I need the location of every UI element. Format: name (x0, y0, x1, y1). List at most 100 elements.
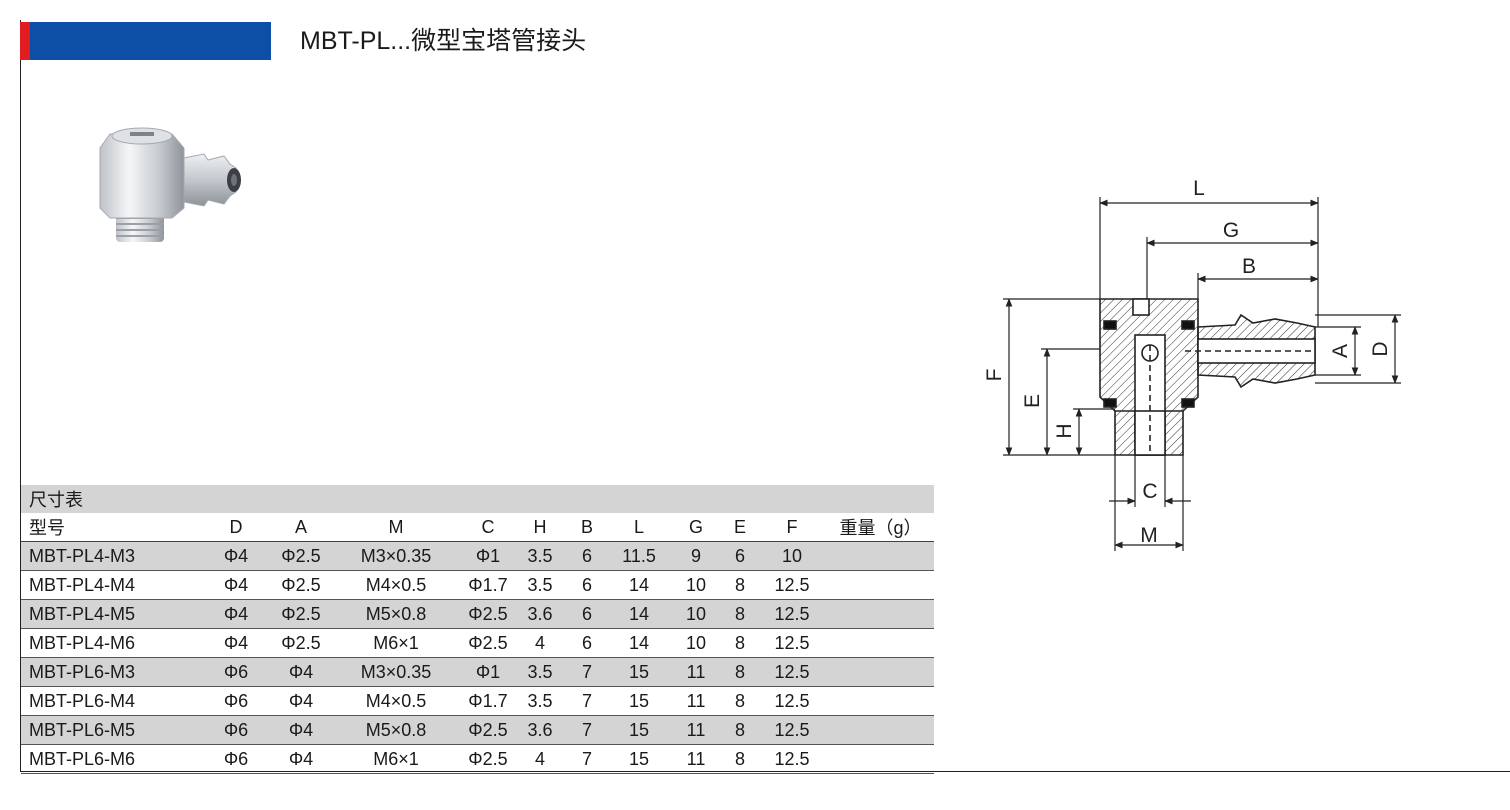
table-cell: Φ1.7 (461, 686, 515, 716)
table-cell: Φ2.5 (461, 744, 515, 774)
model-cell: MBT-PL4-M6 (21, 628, 201, 658)
column-header: E (723, 513, 757, 542)
column-header: D (201, 513, 271, 542)
table-cell: Φ4 (201, 570, 271, 600)
table-caption: 尺寸表 (21, 485, 935, 513)
table-cell: Φ4 (271, 715, 331, 745)
table-header-row: 型号 D A M C H B L G E F 重量（g） (21, 513, 935, 542)
model-cell: MBT-PL6-M5 (21, 715, 201, 745)
table-cell: Φ4 (271, 686, 331, 716)
table-cell (827, 541, 935, 571)
model-cell: MBT-PL6-M6 (21, 744, 201, 774)
dimension-drawing: L G B A D F E H C M (985, 177, 1401, 551)
table-cell: Φ2.5 (461, 628, 515, 658)
table-cell: 12.5 (757, 686, 827, 716)
table-cell: 10 (669, 599, 723, 629)
table-cell: Φ1 (461, 541, 515, 571)
model-cell: MBT-PL4-M3 (21, 541, 201, 571)
table-cell: 12.5 (757, 744, 827, 774)
table-cell: 3.6 (515, 599, 565, 629)
column-header: L (609, 513, 669, 542)
table-cell: 8 (723, 599, 757, 629)
table-cell: M3×0.35 (331, 541, 461, 571)
table-cell: 11 (669, 744, 723, 774)
table-cell: Φ6 (201, 715, 271, 745)
table-cell: 3.5 (515, 657, 565, 687)
table-cell: 12.5 (757, 570, 827, 600)
label-G: G (1223, 219, 1239, 242)
table-cell: Φ6 (201, 744, 271, 774)
table-cell: 11 (669, 686, 723, 716)
table-cell: 15 (609, 744, 669, 774)
table-cell: 8 (723, 715, 757, 745)
table-cell: 14 (609, 570, 669, 600)
column-header: G (669, 513, 723, 542)
table-cell: 12.5 (757, 715, 827, 745)
table-cell (827, 686, 935, 716)
table-cell: 15 (609, 686, 669, 716)
table-cell: 15 (609, 715, 669, 745)
table-cell: Φ2.5 (461, 715, 515, 745)
table-cell: 8 (723, 628, 757, 658)
table-cell: Φ1 (461, 657, 515, 687)
table-cell: Φ4 (271, 744, 331, 774)
table-cell: Φ4 (271, 657, 331, 687)
column-header: M (331, 513, 461, 542)
table-cell: Φ4 (201, 628, 271, 658)
table-cell: 6 (565, 628, 609, 658)
frame-left-border (20, 20, 21, 772)
table-cell: M4×0.5 (331, 570, 461, 600)
table-cell (827, 715, 935, 745)
photo-body (99, 127, 185, 219)
table-cell: M5×0.8 (331, 715, 461, 745)
table-cell: 7 (565, 715, 609, 745)
page-title: MBT-PL...微型宝塔管接头 (300, 27, 587, 55)
table-cell: 11 (669, 715, 723, 745)
table-cell: 12.5 (757, 657, 827, 687)
label-M: M (1140, 524, 1158, 547)
table-cell: M6×1 (331, 628, 461, 658)
table-cell: 4 (515, 744, 565, 774)
table-cell: 10 (669, 570, 723, 600)
table-cell: 11.5 (609, 541, 669, 571)
table-cell: 3.5 (515, 686, 565, 716)
model-cell: MBT-PL6-M3 (21, 657, 201, 687)
table-cell: 6 (565, 599, 609, 629)
table-cell (827, 570, 935, 600)
label-D: D (1369, 341, 1392, 356)
table-cell: M6×1 (331, 744, 461, 774)
table-cell: M4×0.5 (331, 686, 461, 716)
label-E: E (1021, 394, 1044, 408)
label-B: B (1242, 255, 1256, 278)
table-cell: Φ2.5 (271, 599, 331, 629)
table-cell: 8 (723, 686, 757, 716)
column-header: H (515, 513, 565, 542)
table-cell: 6 (565, 541, 609, 571)
table-cell: 7 (565, 744, 609, 774)
table-cell: Φ2.5 (271, 628, 331, 658)
table-cell: 8 (723, 657, 757, 687)
table-cell: 8 (723, 744, 757, 774)
table-cell: 6 (723, 541, 757, 571)
table-cell: 8 (723, 570, 757, 600)
product-photo (99, 127, 241, 242)
column-header: 型号 (21, 513, 201, 542)
column-header: F (757, 513, 827, 542)
label-L: L (1193, 177, 1205, 200)
table-cell: 15 (609, 657, 669, 687)
dimension-labels: L G B A D F E H C M (985, 177, 1392, 547)
table-cell: 10 (669, 628, 723, 658)
dimension-table: 尺寸表 型号 D A M C H B L G E F 重量（g） MBT-PL4… (21, 485, 935, 774)
table-cell: 7 (565, 657, 609, 687)
table-cell: Φ1.7 (461, 570, 515, 600)
label-C: C (1142, 480, 1157, 503)
title-accent-bar (20, 22, 271, 60)
table-cell: 4 (515, 628, 565, 658)
table-cell: Φ4 (201, 599, 271, 629)
table-cell: 6 (565, 570, 609, 600)
column-header: 重量（g） (827, 513, 935, 542)
